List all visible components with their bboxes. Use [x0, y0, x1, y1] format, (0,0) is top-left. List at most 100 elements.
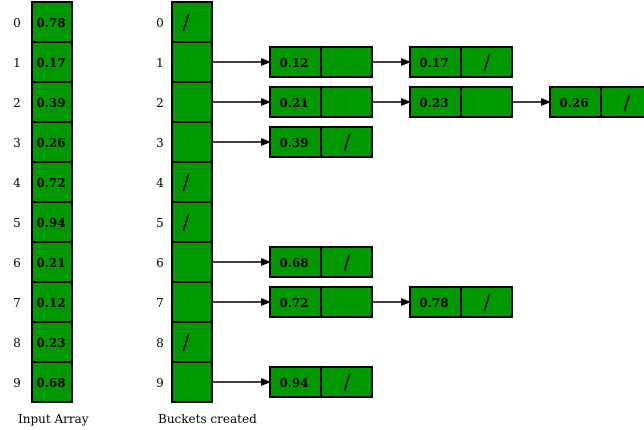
input-array-index: 9 [13, 376, 21, 390]
node-value: 0.23 [419, 96, 448, 110]
bucket-cell [171, 81, 213, 123]
input-array-value: 0.23 [36, 336, 65, 350]
bucket-row: 1 [156, 41, 213, 83]
bucket-index: 2 [156, 96, 164, 110]
node-pointer-cell [320, 286, 373, 318]
input-array-cell [31, 121, 73, 163]
node-value: 0.39 [279, 136, 308, 150]
node-value-cell [269, 126, 322, 158]
null-slash-icon: / [484, 290, 491, 314]
bucket-cell [171, 281, 213, 323]
bucket-index: 6 [156, 256, 164, 270]
node-value: 0.17 [419, 56, 448, 70]
bucket-row: 9 [156, 361, 213, 403]
bucket-row: 4/ [156, 161, 213, 203]
bucket-row: 6 [156, 241, 213, 283]
null-slash-icon: / [344, 370, 351, 394]
list-node: 0.17/ [409, 46, 513, 78]
input-array-value: 0.72 [36, 176, 65, 190]
list-node: 0.39 / [269, 126, 373, 158]
bucket-index: 0 [156, 16, 164, 30]
list-node: 0.12 [269, 46, 373, 78]
bucket-index: 1 [156, 56, 164, 70]
input-array-index: 8 [13, 336, 21, 350]
input-array-value: 0.17 [36, 56, 65, 70]
input-array-index: 0 [13, 16, 21, 30]
bucket-list: 0.21 0.23 0.26/ [212, 86, 644, 118]
node-value: 0.78 [419, 296, 448, 310]
list-node: 0.94/ [269, 366, 373, 398]
input-array-value: 0.94 [36, 216, 65, 230]
bucket-cell [171, 121, 213, 163]
bucket-index: 5 [156, 216, 164, 230]
bucket-row: 0/ [156, 1, 213, 43]
bucket-row: 7 [156, 281, 213, 323]
null-slash-icon: / [183, 330, 190, 354]
node-value-cell [269, 366, 322, 398]
bucket-cell [171, 161, 213, 203]
input-array-caption: Input Array [18, 412, 89, 426]
input-array-value: 0.12 [36, 296, 65, 310]
input-array-index: 7 [13, 296, 21, 310]
bucket-list: 0.39 / [212, 126, 373, 158]
bucket-row: 3 [156, 121, 213, 163]
list-node: 0.78 / [409, 286, 513, 318]
bucket-cell [171, 201, 213, 243]
bucket-row: 5/ [156, 201, 213, 243]
node-value: 0.12 [279, 56, 308, 70]
input-array-index: 4 [13, 176, 21, 190]
node-value-cell [409, 286, 462, 318]
bucket-index: 3 [156, 136, 164, 150]
node-pointer-cell [320, 46, 373, 78]
null-slash-icon: / [344, 250, 351, 274]
input-array-value: 0.78 [36, 16, 65, 30]
node-pointer-cell [320, 86, 373, 118]
node-pointer-cell [320, 246, 373, 278]
null-slash-icon: / [183, 10, 190, 34]
node-pointer-cell [320, 126, 373, 158]
bucket-list: 0.72 0.78 / [212, 286, 513, 318]
bucket-cell [171, 361, 213, 403]
node-pointer-cell [320, 366, 373, 398]
bucket-list: 0.12 0.17/ [212, 46, 513, 78]
node-value-cell [409, 46, 462, 78]
node-value: 0.72 [279, 296, 308, 310]
input-array-cell [31, 361, 73, 403]
bucket-cell [171, 241, 213, 283]
null-slash-icon: / [624, 90, 631, 114]
list-node: 0.26/ [549, 86, 644, 118]
node-value: 0.21 [279, 96, 308, 110]
input-array-cell [31, 281, 73, 323]
null-slash-icon: / [344, 130, 351, 154]
bucket-cell [171, 1, 213, 43]
input-array-cell [31, 201, 73, 243]
node-value-cell [269, 246, 322, 278]
node-value-cell [549, 86, 602, 118]
node-pointer-cell [600, 86, 644, 118]
list-node: 0.23 [409, 86, 513, 118]
input-array-value: 0.21 [36, 256, 65, 270]
buckets-caption: Buckets created [158, 412, 257, 426]
list-node: 0.72 [269, 286, 373, 318]
bucket-list: 0.94/ [212, 366, 373, 398]
bucket-index: 4 [156, 176, 164, 190]
list-node: 0.68/ [269, 246, 373, 278]
bucket-cell [171, 41, 213, 83]
list-node: 0.21 [269, 86, 373, 118]
bucket-cell [171, 321, 213, 363]
bucket-index: 8 [156, 336, 164, 350]
bucket-index: 9 [156, 376, 164, 390]
input-array-value: 0.39 [36, 96, 65, 110]
null-slash-icon: / [183, 210, 190, 234]
